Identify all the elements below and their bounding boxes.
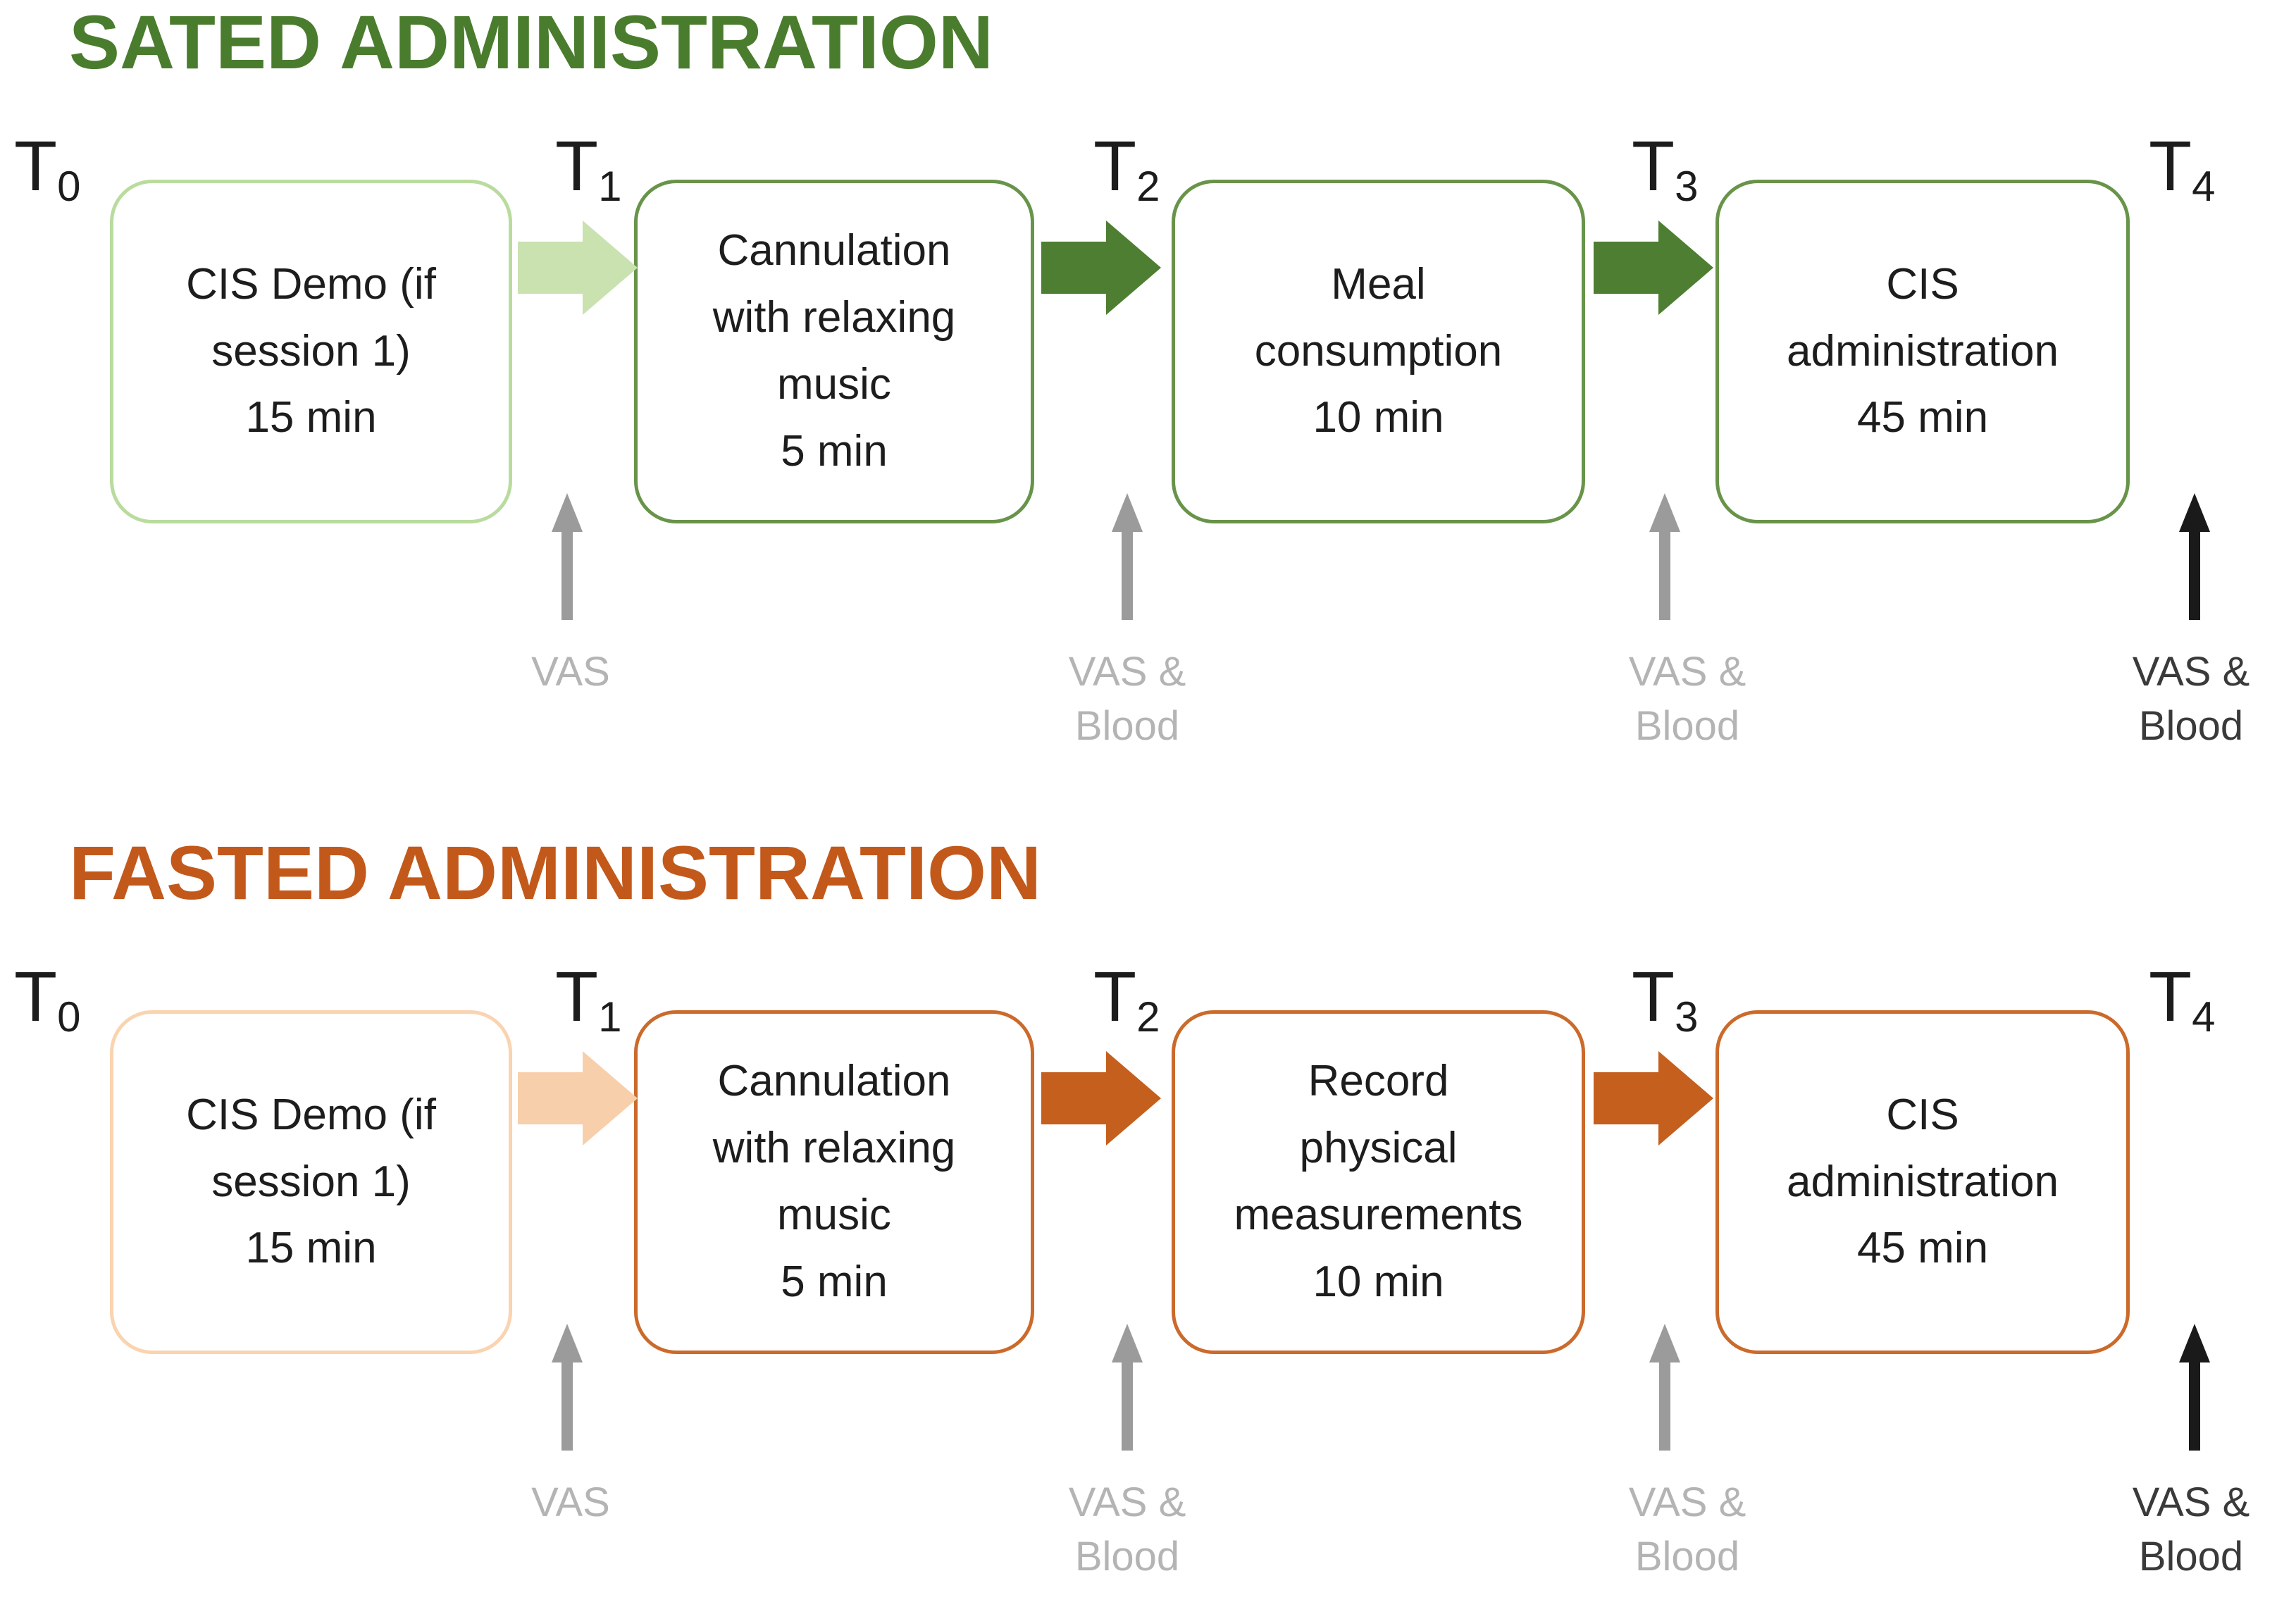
- timepoint-subscript: 2: [1136, 163, 1160, 210]
- up-arrow-icon: [552, 493, 583, 620]
- timepoint-t1: T1: [555, 131, 621, 208]
- up-arrow-icon: [1112, 493, 1143, 620]
- flow-box-record-measurements: Record physical measurements 10 min: [1172, 1010, 1585, 1354]
- right-arrow-icon: [518, 1051, 638, 1146]
- flow-box-cannulation: Cannulation with relaxing music 5 min: [634, 180, 1034, 523]
- measurement-label-vas-blood: VAS & Blood: [2132, 1479, 2250, 1580]
- flow-box-cis-demo: CIS Demo (if session 1) 15 min: [110, 1010, 512, 1354]
- flow-box-cannulation: Cannulation with relaxing music 5 min: [634, 1010, 1034, 1354]
- timepoint-subscript: 3: [1675, 163, 1699, 210]
- measurement-label-vas-blood: VAS & Blood: [1628, 649, 1746, 750]
- timepoint-base: T: [14, 957, 58, 1036]
- up-arrow-icon: [2179, 1324, 2210, 1451]
- timepoint-base: T: [2149, 957, 2192, 1036]
- right-arrow-icon: [518, 221, 638, 315]
- timepoint-t0: T0: [14, 962, 80, 1038]
- timepoint-base: T: [1093, 127, 1137, 206]
- section-title: SATED ADMINISTRATION: [69, 0, 993, 85]
- measurement-label-vas-blood: VAS & Blood: [1068, 1479, 1186, 1580]
- timepoint-base: T: [555, 957, 599, 1036]
- right-arrow-icon: [1041, 1051, 1161, 1146]
- timepoint-t4: T4: [2149, 131, 2215, 208]
- timepoint-subscript: 1: [598, 993, 622, 1041]
- timepoint-subscript: 2: [1136, 993, 1160, 1041]
- up-arrow-icon: [552, 1324, 583, 1451]
- timepoint-base: T: [2149, 127, 2192, 206]
- timepoint-base: T: [14, 127, 58, 206]
- timepoint-base: T: [555, 127, 599, 206]
- right-arrow-icon: [1041, 221, 1161, 315]
- right-arrow-icon: [1594, 221, 1713, 315]
- timepoint-base: T: [1632, 127, 1675, 206]
- timepoint-t2: T2: [1093, 962, 1160, 1038]
- timepoint-subscript: 0: [57, 993, 81, 1041]
- timepoint-subscript: 4: [2192, 993, 2216, 1041]
- timepoint-subscript: 0: [57, 163, 81, 210]
- timepoint-t2: T2: [1093, 131, 1160, 208]
- flow-box-cis-administration: CIS administration 45 min: [1715, 1010, 2130, 1354]
- timepoint-t3: T3: [1632, 131, 1698, 208]
- fasted-administration-section: FASTED ADMINISTRATION T0 T1 T2 T3 T4 CIS…: [0, 831, 2296, 1614]
- measurement-label-vas: VAS: [531, 649, 610, 695]
- right-arrow-icon: [1594, 1051, 1713, 1146]
- timepoint-t3: T3: [1632, 962, 1698, 1038]
- timepoint-t0: T0: [14, 131, 80, 208]
- measurement-label-vas: VAS: [531, 1479, 610, 1525]
- measurement-label-vas-blood: VAS & Blood: [2132, 649, 2250, 750]
- timepoint-base: T: [1093, 957, 1137, 1036]
- section-title: FASTED ADMINISTRATION: [69, 830, 1041, 915]
- timepoint-t1: T1: [555, 962, 621, 1038]
- timepoint-subscript: 1: [598, 163, 622, 210]
- timepoint-subscript: 3: [1675, 993, 1699, 1041]
- flow-box-cis-demo: CIS Demo (if session 1) 15 min: [110, 180, 512, 523]
- up-arrow-icon: [1112, 1324, 1143, 1451]
- up-arrow-icon: [1649, 1324, 1680, 1451]
- measurement-label-vas-blood: VAS & Blood: [1628, 1479, 1746, 1580]
- timepoint-base: T: [1632, 957, 1675, 1036]
- flow-box-meal-consumption: Meal consumption 10 min: [1172, 180, 1585, 523]
- measurement-label-vas-blood: VAS & Blood: [1068, 649, 1186, 750]
- timepoint-t4: T4: [2149, 962, 2215, 1038]
- flow-box-cis-administration: CIS administration 45 min: [1715, 180, 2130, 523]
- up-arrow-icon: [2179, 493, 2210, 620]
- timepoint-subscript: 4: [2192, 163, 2216, 210]
- up-arrow-icon: [1649, 493, 1680, 620]
- sated-administration-section: SATED ADMINISTRATION T0 T1 T2 T3 T4 CIS …: [0, 0, 2296, 783]
